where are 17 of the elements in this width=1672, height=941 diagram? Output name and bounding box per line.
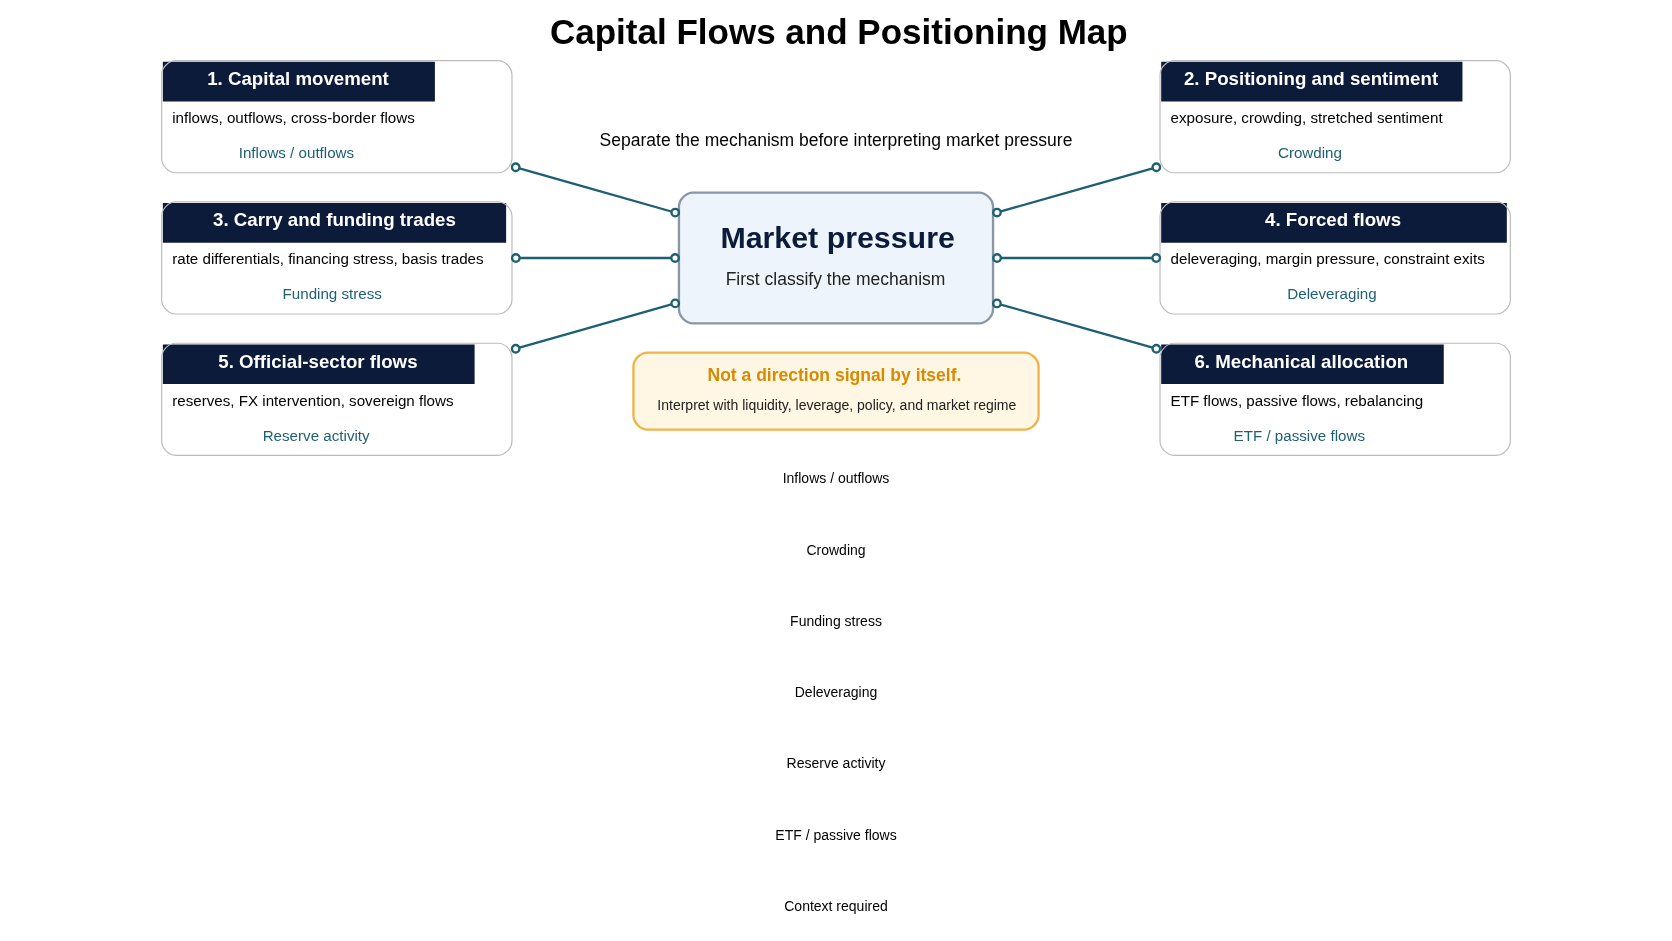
node-box: Market pressure First classify the mechanism <box>677 191 995 325</box>
connector <box>510 298 681 354</box>
legend-label: Inflows / outflows <box>782 470 890 487</box>
connector <box>992 298 1162 354</box>
label: Separate the mechanism before interpreting market pressure <box>599 130 1073 151</box>
connector <box>992 253 1162 263</box>
legend-label: ETF / passive flows <box>775 826 897 843</box>
node-box: Not a direction signal by itself. Interpret with liquidity, leverage, policy, and market regime <box>632 351 1040 431</box>
legend-label: Context required <box>784 897 888 914</box>
legend-label: Crowding <box>806 541 866 558</box>
legend-label: Deleveraging <box>794 684 878 701</box>
legend-label: Reserve activity <box>786 755 886 772</box>
connector <box>510 253 680 263</box>
diagram-title: Capital Flows and Positioning Map <box>549 12 1128 52</box>
connector <box>510 162 681 218</box>
connector <box>992 162 1162 218</box>
legend-label: Funding stress <box>790 612 882 629</box>
